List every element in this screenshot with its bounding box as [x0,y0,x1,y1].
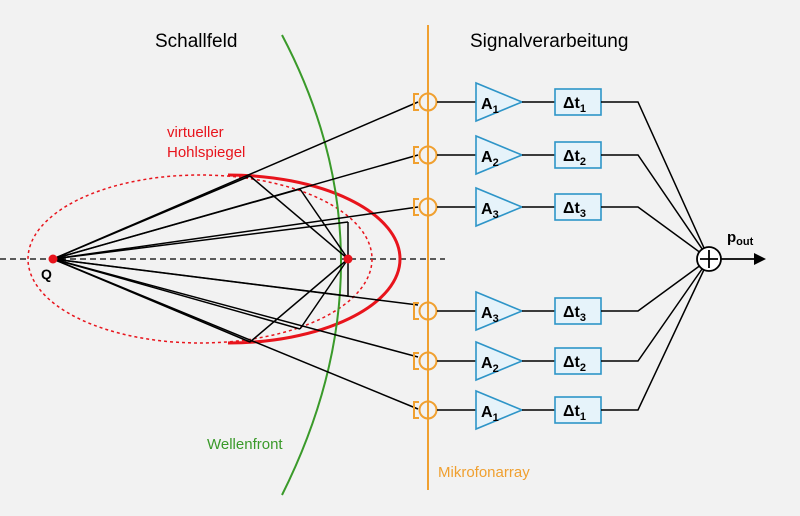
delay-label-sub: 3 [580,208,586,220]
microphone-icon [413,146,419,164]
focus-point [343,254,353,264]
amplifier-label: A3 [481,201,499,221]
microphone-capsule [418,400,438,420]
label-mikrofonarray: Mikrofonarray [438,464,530,481]
amplifier-label-main: A [481,305,493,322]
amplifier [475,389,525,431]
delay-label-main: Δt [563,354,581,371]
label-wellenfront: Wellenfront [207,436,283,453]
amplifier-label-main: A [481,404,493,421]
virtual-ellipse [27,174,373,344]
microphone-capsule [418,92,438,112]
delay-box [554,193,602,221]
microphone-icon [413,93,419,111]
label-output: pout [727,229,754,248]
summing-wire [601,206,710,260]
microphone-icon [413,302,419,320]
delay-label-sub: 2 [580,156,586,168]
delay-label: Δt3 [563,200,586,220]
delay-label-sub: 3 [580,312,586,324]
delay-label-main: Δt [563,304,581,321]
amplifier [475,340,525,382]
output-arrow-icon [754,253,766,265]
summing-wire [601,258,710,362]
summing-wire [601,258,710,312]
delay-label: Δt1 [563,95,586,115]
amplifier-label-main: A [481,201,493,218]
amplifier-label: A3 [481,305,499,325]
sound-rays [52,101,419,410]
amplifier-label-sub: 1 [493,104,499,116]
amplifier [475,186,525,228]
microphone-capsule [418,301,438,321]
delay-label: Δt2 [563,148,586,168]
label-output-sub: out [736,236,753,248]
summing-wire [601,101,710,260]
microphone-icon [413,352,419,370]
amplifier-label-sub: 2 [493,363,499,375]
delay-label: Δt1 [563,403,586,423]
delay-label-main: Δt [563,200,581,217]
delay-label-main: Δt [563,148,581,165]
label-schallfeld: Schallfeld [155,31,237,52]
amplifier [475,290,525,332]
amplifier-label-sub: 1 [493,412,499,424]
delay-label-sub: 1 [580,411,586,423]
delay-box [554,297,602,325]
microphone-icon [413,198,419,216]
amplifier-label-main: A [481,149,493,166]
delay-label-main: Δt [563,95,581,112]
label-signalverarbeitung: Signalverarbeitung [470,31,628,52]
microphone-capsule [418,351,438,371]
amplifier-label: A2 [481,149,499,169]
amplifier-label-sub: 3 [493,313,499,325]
amplifier-label-main: A [481,355,493,372]
delay-label: Δt2 [563,354,586,374]
amplifier [475,134,525,176]
amplifier-label-main: A [481,96,493,113]
delay-label: Δt3 [563,304,586,324]
label-hohlspiegel: Hohlspiegel [167,144,245,161]
amplifier [475,81,525,123]
amplifier-label: A1 [481,404,499,424]
amplifier-label: A2 [481,355,499,375]
delay-label-main: Δt [563,403,581,420]
microphone-capsule [418,197,438,217]
amplifier-label-sub: 2 [493,157,499,169]
delay-label-sub: 2 [580,362,586,374]
virtual-mirror [227,173,402,345]
microphone-capsule [418,145,438,165]
amplifier-label-sub: 3 [493,209,499,221]
label-virtueller: virtueller [167,124,224,141]
label-output-main: p [727,229,736,246]
amplifier-label: A1 [481,96,499,116]
summing-wire [601,154,710,260]
delay-label-sub: 1 [580,103,586,115]
delay-box [554,88,602,116]
delay-box [554,396,602,424]
microphone-icon [413,401,419,419]
wavefront [281,34,342,496]
label-source: Q [41,266,52,282]
source-point [48,254,58,264]
summing-wire [601,258,710,411]
